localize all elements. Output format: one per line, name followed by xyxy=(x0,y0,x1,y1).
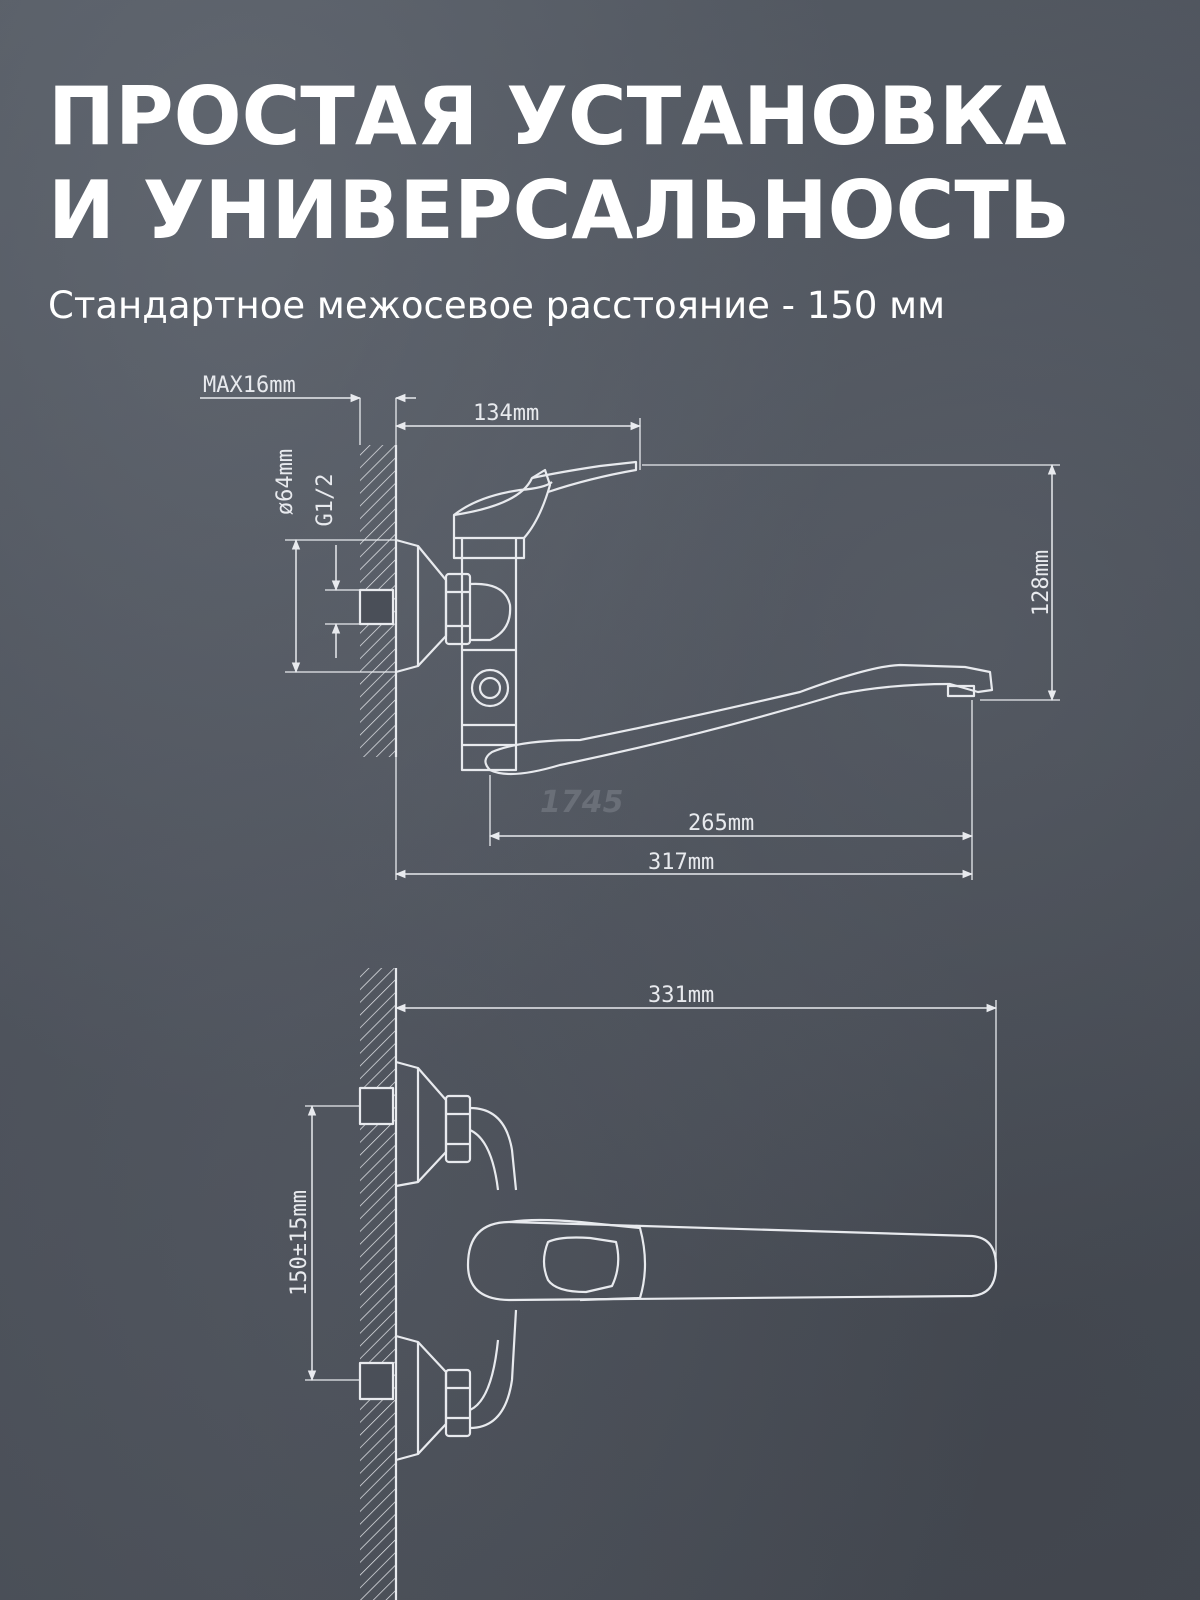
page-subtitle: Стандартное межосевое расстояние - 150 м… xyxy=(48,284,945,327)
title-line-2: И УНИВЕРСАЛЬНОСТЬ xyxy=(48,164,1070,257)
dim-height: 128mm xyxy=(1029,550,1054,616)
dim-overall-length: 331mm xyxy=(648,983,714,1008)
page-title: ПРОСТАЯ УСТАНОВКА И УНИВЕРСАЛЬНОСТЬ xyxy=(48,70,1070,258)
wall-section xyxy=(358,445,398,757)
dim-flange-diameter: ø64mm xyxy=(273,449,298,515)
dim-center-distance: 150±15mm xyxy=(287,1190,312,1296)
dim-max-wall: MAX16mm xyxy=(203,373,296,398)
dim-thread: G1/2 xyxy=(313,474,338,527)
dim-lever-reach: 134mm xyxy=(473,401,539,426)
watermark: 1745 xyxy=(540,785,624,820)
wall-section-top xyxy=(358,968,398,1600)
dim-total-length: 317mm xyxy=(648,850,714,875)
dim-spout-length: 265mm xyxy=(688,811,754,836)
title-line-1: ПРОСТАЯ УСТАНОВКА xyxy=(48,70,1067,163)
side-view xyxy=(200,393,1060,880)
top-view xyxy=(305,968,998,1600)
